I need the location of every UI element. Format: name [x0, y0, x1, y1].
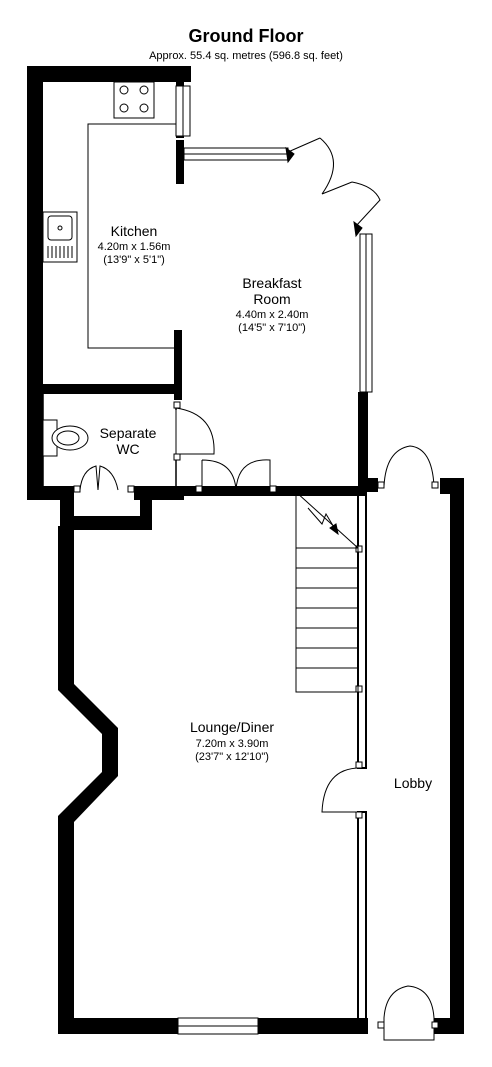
door-wc [175, 407, 215, 455]
door-patio [287, 137, 381, 227]
wall-kitchen-bottom [27, 384, 181, 394]
staircase-icon [295, 491, 359, 693]
door-lounge-lobby [321, 767, 361, 813]
breakfast-imperial: (14'5" x 7'10") [238, 322, 306, 334]
plan-title: Ground Floor [188, 26, 304, 46]
walls [27, 66, 464, 1034]
hob-icon [113, 81, 155, 119]
door-lobby-top [383, 445, 435, 487]
window-icon [175, 85, 373, 1035]
lobby-name: Lobby [394, 775, 432, 791]
breakfast-name-2: Room [253, 291, 290, 307]
wall-breakfast-right [358, 392, 368, 492]
door-wc-cupboard [79, 465, 119, 491]
wall-lounge-bay [58, 526, 118, 1020]
kitchen-imperial: (13'9" x 5'1") [103, 254, 165, 266]
wall-lobby-bottom-right [434, 1018, 464, 1034]
label-wc: Separate WC [100, 425, 157, 457]
door-front [383, 985, 435, 1041]
kitchen-worktop [87, 123, 176, 349]
toilet-icon [42, 419, 89, 457]
wc-name-1: Separate [100, 425, 157, 441]
wall-lobby-top-left [358, 478, 378, 492]
wall-lobby-right [450, 478, 464, 1034]
label-lobby: Lobby [394, 775, 432, 791]
wall-kitchen-partition [174, 330, 182, 400]
wall-left-outer [27, 66, 43, 500]
breakfast-name-1: Breakfast [242, 275, 301, 291]
sink-icon [42, 211, 78, 263]
wall-recess-bottom [60, 516, 152, 530]
label-kitchen: Kitchen 4.20m x 1.56m (13'9" x 5'1") [98, 223, 171, 266]
label-breakfast: Breakfast Room 4.40m x 2.40m (14'5" x 7'… [236, 275, 309, 334]
door-hinge [285, 146, 295, 164]
door-icon [79, 137, 435, 1041]
label-lounge: Lounge/Diner 7.20m x 3.90m (23'7" x 12'1… [190, 719, 274, 763]
wall-divider-lower [357, 811, 367, 1029]
wc-name-2: WC [116, 441, 139, 457]
breakfast-metric: 4.40m x 2.40m [236, 309, 309, 321]
kitchen-metric: 4.20m x 1.56m [98, 241, 171, 253]
wall-kitchen-top [27, 66, 191, 82]
lounge-name: Lounge/Diner [190, 719, 274, 735]
kitchen-name: Kitchen [111, 223, 158, 239]
door-lounge-double [201, 459, 271, 491]
lounge-imperial: (23'7" x 12'10") [195, 751, 269, 763]
wall-recess-right [140, 486, 152, 530]
door-hinge-2 [353, 220, 363, 238]
wall-kitchen-right-lower [176, 140, 184, 184]
plan-subtitle: Approx. 55.4 sq. metres (596.8 sq. feet) [149, 50, 343, 62]
door-jambs [73, 401, 439, 1029]
lounge-metric: 7.20m x 3.90m [196, 738, 269, 750]
wall-divider [357, 491, 367, 769]
